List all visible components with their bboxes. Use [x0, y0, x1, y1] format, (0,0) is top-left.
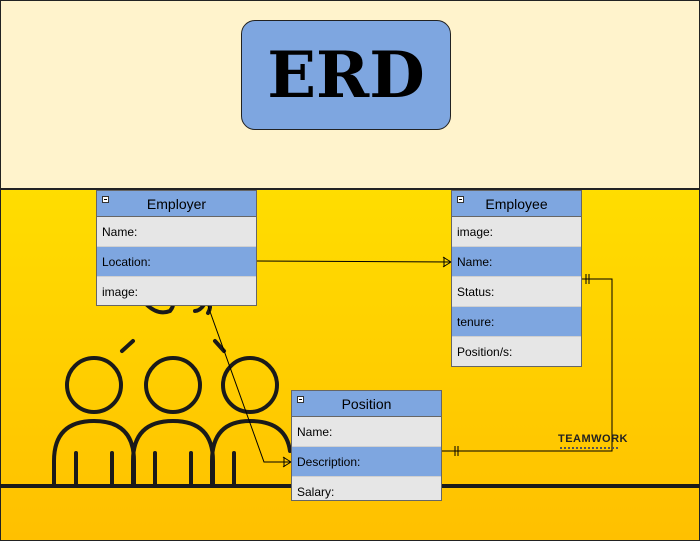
entity-title: Employer — [146, 196, 207, 212]
logo-underline — [560, 447, 618, 453]
page-title: ERD — [267, 37, 425, 113]
entity-header[interactable]: Employee — [452, 191, 581, 217]
entity-employer[interactable]: Employer Name: Location: image: — [96, 190, 257, 306]
teamwork-logo: TEAMWORK — [558, 433, 628, 445]
attribute-row[interactable]: Description: — [292, 447, 441, 477]
attribute-row[interactable]: image: — [102, 285, 139, 299]
entity-title: Position — [341, 396, 392, 412]
entity-position[interactable]: Position Name: Description: Salary: — [291, 390, 442, 501]
entity-header[interactable]: Position — [292, 391, 441, 417]
collapse-icon[interactable] — [102, 196, 109, 203]
attribute-row[interactable]: Name: — [452, 247, 581, 277]
collapse-icon[interactable] — [457, 196, 464, 203]
entity-title: Employee — [485, 196, 548, 212]
entity-employee[interactable]: Employee image: Name: Status: tenure: Po… — [451, 190, 582, 367]
attribute-row[interactable]: tenure: — [452, 307, 581, 337]
attribute-row[interactable]: Status: — [452, 277, 581, 307]
entity-header[interactable]: Employer — [97, 191, 256, 217]
attribute-row[interactable]: Salary: — [297, 485, 335, 499]
title-box: ERD — [241, 20, 451, 130]
attribute-row[interactable]: image: — [452, 217, 581, 247]
collapse-icon[interactable] — [297, 396, 304, 403]
attribute-row[interactable]: Position/s: — [457, 345, 513, 359]
attribute-row[interactable]: Name: — [97, 217, 256, 247]
attribute-row[interactable]: Location: — [97, 247, 256, 277]
attribute-row[interactable]: Name: — [292, 417, 441, 447]
